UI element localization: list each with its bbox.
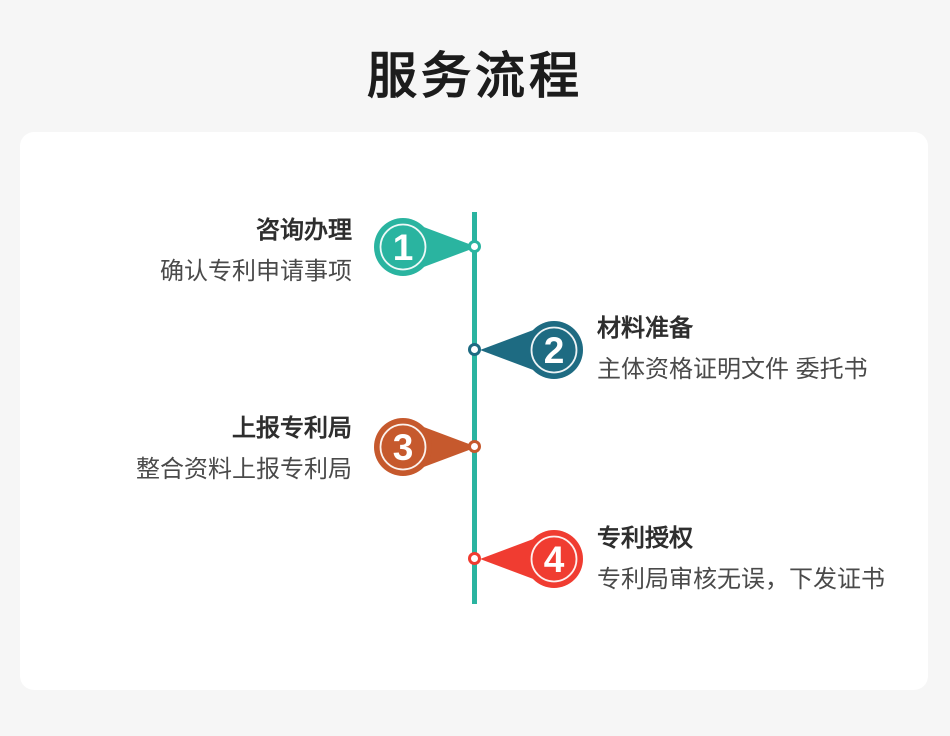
marker-pointer <box>421 226 477 268</box>
marker-circle <box>525 530 583 588</box>
step-2-marker: 2 <box>480 321 583 379</box>
marker-inner-ring <box>379 423 427 471</box>
timeline-node-1 <box>468 240 481 253</box>
step-title: 材料准备 <box>597 315 693 342</box>
step-description: 主体资格证明文件 委托书 <box>597 356 868 383</box>
step-3-marker: 3 <box>374 418 477 476</box>
marker-circle <box>374 418 432 476</box>
step-1-marker: 1 <box>374 218 477 276</box>
step-number: 1 <box>393 227 414 268</box>
step-number: 4 <box>544 539 565 580</box>
marker-inner-ring <box>379 223 427 271</box>
marker-pointer <box>480 538 536 580</box>
step-number: 2 <box>544 330 565 371</box>
step-description: 专利局审核无误，下发证书 <box>597 566 885 593</box>
page-title: 服务流程 <box>367 48 583 104</box>
step-description: 确认专利申请事项 <box>160 258 352 285</box>
marker-inner-ring <box>530 535 578 583</box>
timeline-node-3 <box>468 440 481 453</box>
timeline-node-2 <box>468 343 481 356</box>
step-description: 整合资料上报专利局 <box>136 456 352 483</box>
step-number: 3 <box>393 427 414 468</box>
marker-inner-ring <box>530 326 578 374</box>
step-title: 上报专利局 <box>232 415 352 442</box>
step-title: 咨询办理 <box>256 217 352 244</box>
step-2-text: 材料准备 主体资格证明文件 委托书 <box>597 317 868 383</box>
step-4-text: 专利授权 专利局审核无误，下发证书 <box>597 527 885 593</box>
step-title: 专利授权 <box>597 525 693 552</box>
timeline-line <box>472 212 477 604</box>
marker-pointer <box>421 426 477 468</box>
step-4-marker: 4 <box>480 530 583 588</box>
step-3-text: 上报专利局 整合资料上报专利局 <box>136 417 352 483</box>
timeline-node-4 <box>468 552 481 565</box>
marker-circle <box>374 218 432 276</box>
marker-pointer <box>480 329 536 371</box>
step-1-text: 咨询办理 确认专利申请事项 <box>160 219 352 285</box>
marker-circle <box>525 321 583 379</box>
